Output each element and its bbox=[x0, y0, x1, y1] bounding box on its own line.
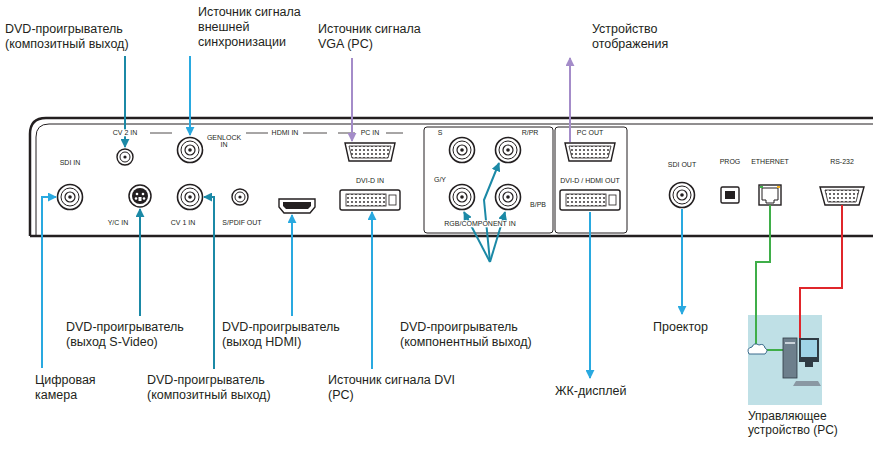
device-label: Проектор bbox=[653, 320, 733, 335]
device-label: DVD-проигрыватель (компонентный выход) bbox=[400, 320, 580, 350]
port-label: RGB/COMPONENT IN bbox=[443, 220, 516, 227]
device-label: Устройство отображения bbox=[592, 22, 697, 52]
device-label: DVD-проигрыватель (композитный выход) bbox=[147, 373, 322, 403]
port-label: PROG bbox=[719, 158, 742, 165]
port-label: ETHERNET bbox=[750, 158, 790, 165]
port-label: R/PR bbox=[521, 129, 540, 136]
rear-panel: CV 2 IN GENLOCK IN HDMI IN PC IN S R/PR PC OUT… bbox=[30, 118, 873, 236]
port-label: DVI-D IN bbox=[355, 177, 385, 184]
port-label: CV 2 IN bbox=[112, 129, 139, 136]
port-label: CV 1 IN bbox=[170, 219, 197, 226]
device-label: Источник сигнала VGA (PC) bbox=[318, 22, 438, 52]
device-label: Источник сигнала DVI (PC) bbox=[328, 373, 458, 403]
device-label: Источник сигнала внешней синхронизации bbox=[198, 5, 318, 50]
port-label: PC OUT bbox=[576, 129, 604, 136]
port-label: B/PB bbox=[529, 201, 547, 208]
port-label: SDI OUT bbox=[667, 161, 697, 168]
device-label: DVD-проигрыватель (выход S-Video) bbox=[66, 320, 211, 350]
port-label: GENLOCK IN bbox=[203, 134, 245, 149]
port-label: S/PDIF OUT bbox=[221, 219, 262, 226]
device-label: ЖК-дисплей bbox=[555, 384, 655, 399]
port-label: S bbox=[437, 129, 444, 136]
device-label: DVD-проигрыватель (выход HDMI) bbox=[222, 320, 367, 350]
port-label: DVI-D / HDMI OUT bbox=[559, 177, 621, 184]
control-cable bbox=[756, 236, 770, 315]
device-label: DVD-проигрыватель (композитный выход) bbox=[5, 22, 180, 52]
control-pc-box: Управляющее устройство (PC) bbox=[748, 315, 822, 405]
port-label: HDMI IN bbox=[271, 129, 300, 136]
device-label: Управляющее устройство (PC) bbox=[748, 409, 866, 438]
port-label: SDI IN bbox=[59, 159, 82, 166]
port-label: PC IN bbox=[360, 129, 381, 136]
port-label: RS-232 bbox=[829, 158, 855, 165]
control-cable bbox=[800, 236, 842, 315]
port-label: G/Y bbox=[433, 176, 447, 183]
port-label: Y/C IN bbox=[107, 219, 130, 226]
device-label: Цифровая камера bbox=[35, 373, 115, 403]
